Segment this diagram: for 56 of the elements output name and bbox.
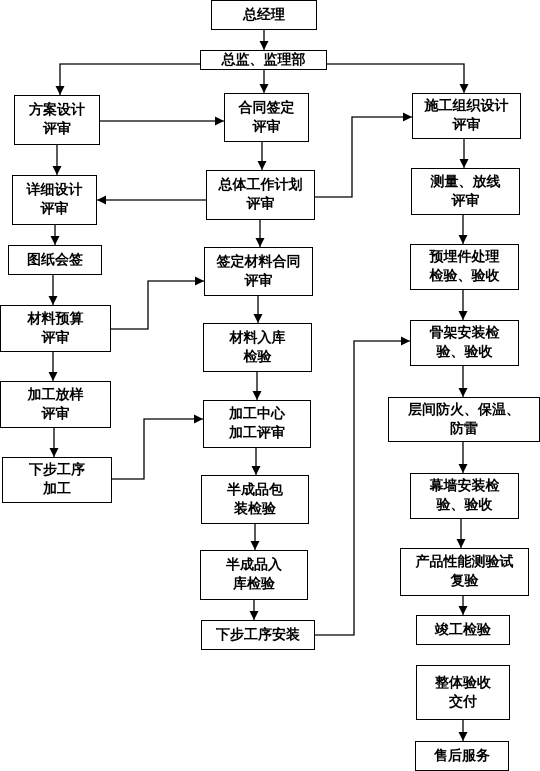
arrow: [260, 30, 268, 50]
arrow: [50, 428, 58, 457]
process-box: 材料预算评审: [0, 305, 111, 352]
arrow: [460, 139, 468, 168]
process-box: 幕墙安装检验、验收: [410, 473, 519, 519]
arrow: [256, 220, 264, 247]
arrow: [56, 63, 200, 95]
arrow: [250, 600, 258, 620]
process-box: 方案设计评审: [14, 95, 100, 145]
process-box: 加工中心加工评审: [203, 400, 311, 448]
arrow: [50, 225, 60, 245]
arrow: [254, 296, 262, 323]
process-box: 下步工序安装: [201, 620, 315, 650]
process-box: 预埋件处理检验、验收: [410, 244, 519, 290]
arrow: [260, 70, 268, 93]
arrow: [258, 142, 266, 170]
arrow: [456, 519, 466, 548]
arrow: [458, 366, 468, 397]
process-box: 总监、监理部: [200, 50, 327, 70]
arrow: [97, 196, 206, 204]
process-box: 合同签定评审: [224, 93, 309, 142]
process-box: 竣工检验: [416, 615, 510, 645]
arrow: [48, 275, 58, 305]
process-box: 层间防火、保温、防雷: [388, 397, 540, 442]
process-box: 半成品包装检验: [201, 475, 309, 524]
process-box: 测量、放线评审: [411, 168, 520, 215]
process-box: 半成品入库检验: [200, 550, 308, 600]
arrow: [315, 336, 410, 636]
arrow: [458, 720, 468, 741]
process-box: 产品性能测验试复验: [400, 548, 529, 596]
arrow: [112, 414, 203, 480]
arrow: [252, 372, 262, 400]
process-box: 骨架安装检验、验收: [410, 320, 519, 366]
arrow: [48, 352, 58, 381]
process-box: 材料入库检验: [203, 323, 312, 372]
arrow: [458, 442, 468, 473]
arrow: [252, 448, 260, 475]
process-box: 详细设计评审: [12, 175, 97, 225]
arrow: [111, 276, 204, 330]
process-box: 下步工序加工: [2, 457, 112, 503]
arrow: [458, 215, 468, 244]
arrow: [458, 596, 468, 615]
process-box: 总经理: [211, 0, 317, 30]
process-box: 加工放样评审: [0, 381, 111, 428]
arrow: [315, 112, 412, 198]
arrow: [327, 63, 468, 93]
process-box: 签定材料合同评审: [204, 247, 313, 296]
arrow: [458, 290, 468, 320]
process-box: 售后服务: [415, 741, 509, 771]
arrow: [250, 524, 260, 550]
process-box: 施工组织设计评审: [412, 93, 521, 139]
process-box: 整体验收交付: [416, 665, 510, 720]
arrow: [100, 116, 224, 126]
process-box: 图纸会签: [8, 245, 102, 275]
process-box: 总体工作计划评审: [206, 170, 315, 220]
arrow: [52, 145, 62, 175]
